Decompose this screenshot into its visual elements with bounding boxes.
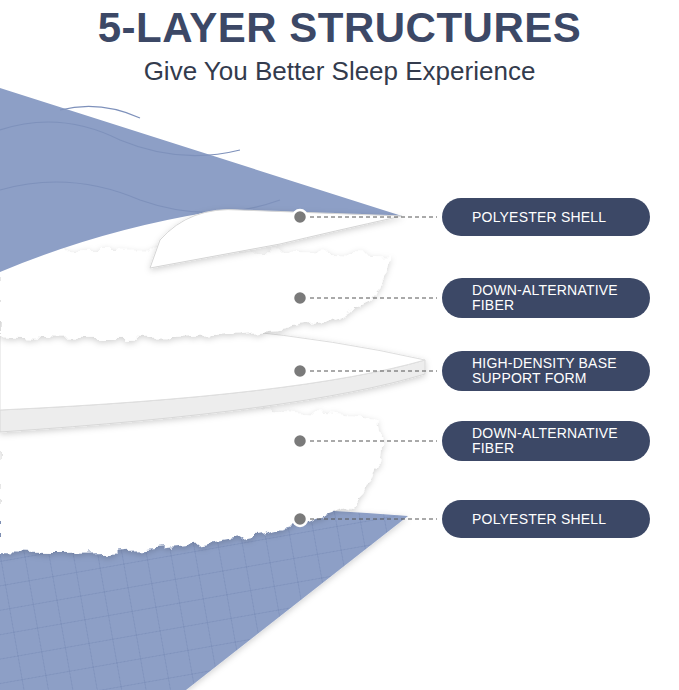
upper-fiber	[0, 250, 392, 339]
layer-label-pill: DOWN-ALTERNATIVE FIBER	[442, 421, 650, 461]
layer-label-pill: POLYESTER SHELL	[442, 198, 650, 236]
layer-label-text: DOWN-ALTERNATIVE FIBER	[472, 426, 640, 456]
layer-label-pill: DOWN-ALTERNATIVE FIBER	[442, 278, 650, 318]
layer-label-pill: POLYESTER SHELL	[442, 500, 650, 538]
subtitle: Give You Better Sleep Experience	[0, 56, 679, 87]
layer-label-text: DOWN-ALTERNATIVE FIBER	[472, 283, 640, 313]
marker-dots	[293, 210, 307, 526]
layer-label-pill: HIGH-DENSITY BASE SUPPORT FORM	[442, 351, 650, 391]
layer-label-text: HIGH-DENSITY BASE SUPPORT FORM	[472, 356, 640, 386]
leader-lines	[310, 217, 437, 519]
layer-label-text: POLYESTER SHELL	[472, 210, 606, 225]
top-shell	[0, 88, 402, 272]
title: 5-LAYER STRUCTURES	[0, 4, 679, 52]
layer-label-text: POLYESTER SHELL	[472, 512, 606, 527]
